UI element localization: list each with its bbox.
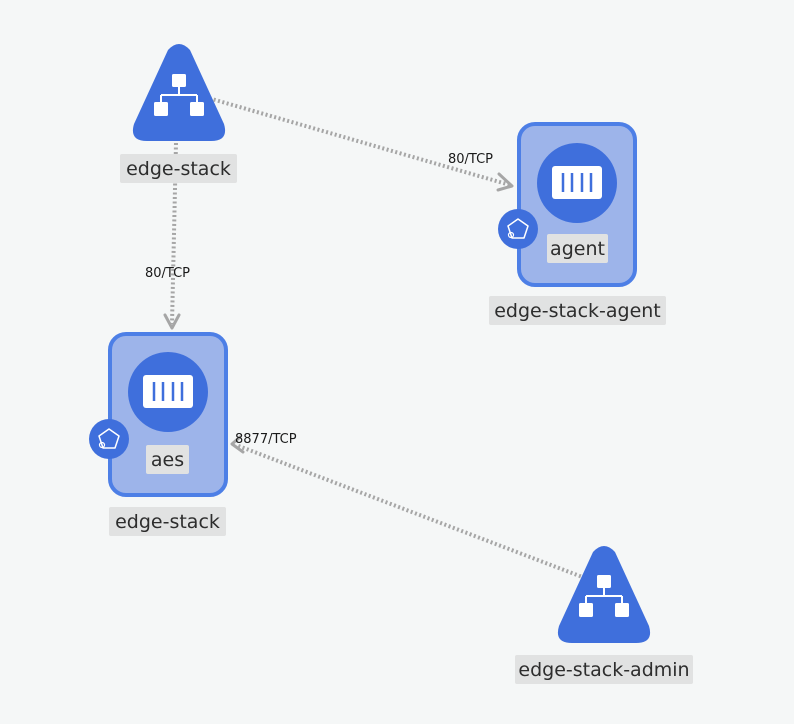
edge-admin-to-aes[interactable]: 8877/TCP xyxy=(230,432,586,580)
node-label: edge-stack-agent xyxy=(494,300,661,322)
deployment-node-edge-stack-agent[interactable]: agent edge-stack-agent xyxy=(489,122,666,325)
edge-svc-to-agent[interactable]: 80/TCP xyxy=(204,95,514,192)
node-label: edge-stack xyxy=(126,158,231,180)
arrowhead-icon xyxy=(496,172,514,192)
edge-label-agent: 80/TCP xyxy=(448,152,493,167)
service-node-edge-stack[interactable]: edge-stack xyxy=(120,44,237,183)
container-icon xyxy=(552,166,602,199)
pod-badge-icon xyxy=(89,419,129,459)
pod-badge-icon xyxy=(498,209,538,249)
arrowhead-icon xyxy=(163,313,181,330)
network-service-icon xyxy=(154,74,204,116)
edge-svc-to-aes[interactable]: 80/TCP xyxy=(145,142,190,330)
arrowhead-icon xyxy=(230,435,245,454)
edge-label-admin: 8877/TCP xyxy=(235,432,297,447)
pod-label: agent xyxy=(550,238,605,260)
node-label: edge-stack-admin xyxy=(518,659,689,681)
pod-label: aes xyxy=(151,449,184,471)
node-label: edge-stack xyxy=(115,511,220,533)
container-icon xyxy=(143,375,193,408)
edge-label-aes: 80/TCP xyxy=(145,266,190,281)
service-node-edge-stack-admin[interactable]: edge-stack-admin xyxy=(515,546,693,684)
network-service-icon xyxy=(579,575,629,617)
deployment-node-edge-stack[interactable]: aes edge-stack xyxy=(89,332,228,536)
